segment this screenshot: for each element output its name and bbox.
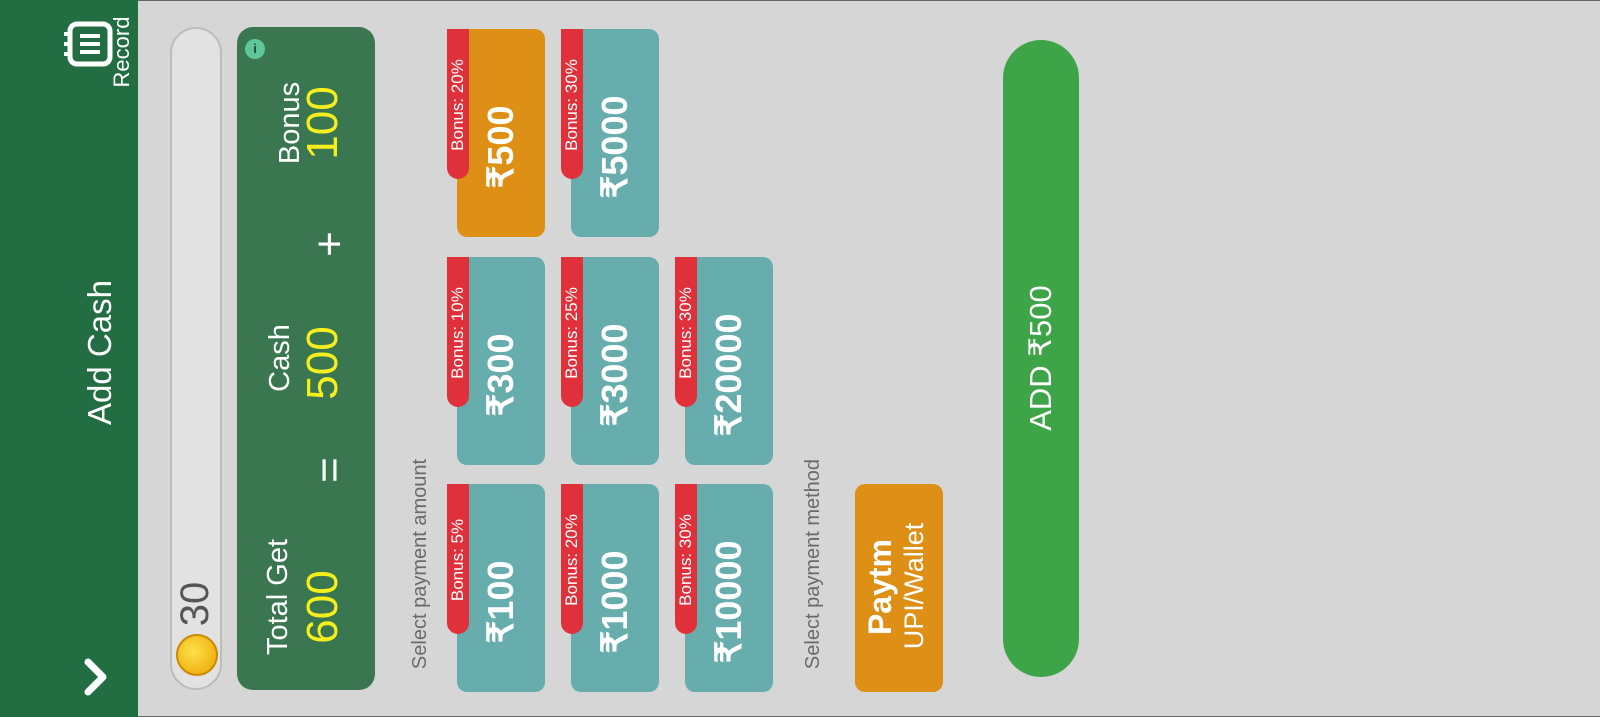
header-bar: Add Cash Record <box>0 0 138 717</box>
amount-price: ₹1000 <box>594 550 635 654</box>
amount-price: ₹5000 <box>594 95 635 199</box>
record-button[interactable]: Record <box>62 12 138 87</box>
record-notebook-icon <box>64 21 113 67</box>
bonus-value: 100 <box>298 86 347 160</box>
amount-option-20000[interactable]: Bonus: 30% ₹20000 <box>675 257 773 465</box>
amount-option-10000[interactable]: Bonus: 30% ₹10000 <box>675 484 773 692</box>
page-title: Add Cash <box>81 280 118 425</box>
total-get-label: Total Get <box>262 538 294 656</box>
record-label: Record <box>109 16 134 88</box>
bonus-tag <box>447 257 469 407</box>
amount-price: ₹10000 <box>708 540 749 664</box>
paytm-subtitle: UPI/Wallet <box>899 522 929 650</box>
amount-price: ₹500 <box>480 105 521 189</box>
back-chevron-button[interactable] <box>70 652 120 702</box>
bonus-tag <box>447 29 469 179</box>
bonus-tag <box>675 484 697 634</box>
bonus-tag <box>561 257 583 407</box>
add-cash-button[interactable]: ADD ₹500 <box>1003 40 1079 677</box>
amount-option-1000[interactable]: Bonus: 20% ₹1000 <box>561 484 659 692</box>
bonus-tag <box>561 484 583 634</box>
bonus-text: Bonus: 30% <box>676 287 695 379</box>
balance-value: 30 <box>173 581 217 627</box>
chevron-down-icon <box>84 658 107 696</box>
bonus-tag <box>447 484 469 634</box>
add-cash-button-label: ADD ₹500 <box>1023 285 1058 431</box>
cash-value: 500 <box>298 326 347 400</box>
cash-label: Cash <box>264 324 296 392</box>
amount-price: ₹100 <box>480 560 521 644</box>
amount-price: ₹20000 <box>708 313 749 437</box>
bonus-text: Bonus: 20% <box>448 59 467 151</box>
coin-icon <box>176 634 218 676</box>
select-method-hint: Select payment method <box>802 458 824 670</box>
amount-option-500[interactable]: Bonus: 20% ₹500 <box>447 29 545 237</box>
amount-price: ₹3000 <box>594 323 635 427</box>
equals-sign: = <box>305 457 354 483</box>
total-get-value: 600 <box>298 570 347 644</box>
paytm-name: Paytm <box>862 538 898 636</box>
amount-option-3000[interactable]: Bonus: 25% ₹3000 <box>561 257 659 465</box>
bonus-text: Bonus: 10% <box>448 287 467 379</box>
info-icon[interactable]: i <box>245 39 265 59</box>
bonus-text: Bonus: 25% <box>562 287 581 379</box>
plus-sign: + <box>305 231 354 257</box>
amount-option-300[interactable]: Bonus: 10% ₹300 <box>447 257 545 465</box>
bonus-text: Bonus: 30% <box>562 59 581 151</box>
select-amount-hint: Select payment amount <box>409 458 431 670</box>
summary-card <box>237 27 375 690</box>
paytm-method-button[interactable]: Paytm UPI/Wallet <box>855 484 943 692</box>
amount-option-5000[interactable]: Bonus: 30% ₹5000 <box>561 29 659 237</box>
balance-display <box>170 27 222 690</box>
bonus-tag <box>675 257 697 407</box>
bonus-text: Bonus: 30% <box>676 514 695 606</box>
bonus-tag <box>561 29 583 179</box>
bonus-text: Bonus: 20% <box>562 514 581 606</box>
amount-option-100[interactable]: Bonus: 5% ₹100 <box>447 484 545 692</box>
amount-price: ₹300 <box>480 333 521 417</box>
bonus-text: Bonus: 5% <box>448 518 467 602</box>
